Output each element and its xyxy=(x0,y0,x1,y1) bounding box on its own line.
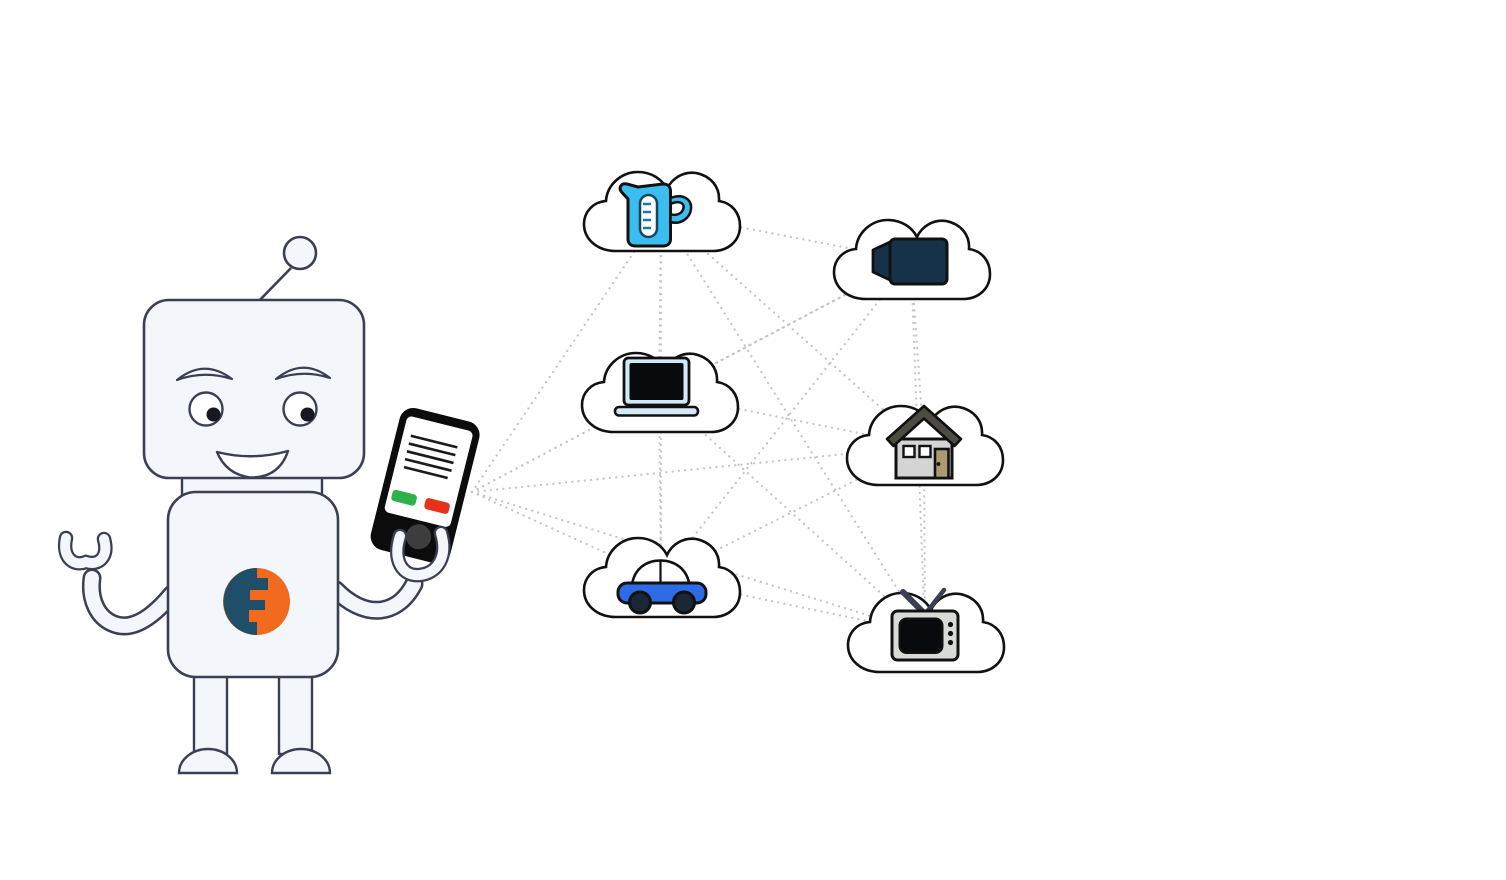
network-link-camera-car xyxy=(659,258,913,580)
phone-screen-text-lines xyxy=(403,434,458,480)
smartphone xyxy=(370,407,480,564)
network-link-kettle-house xyxy=(659,210,926,448)
robot-foot-left xyxy=(177,747,239,775)
network-link-phone-kettle xyxy=(470,210,663,494)
network-link-kettle-tv xyxy=(659,210,927,635)
robot-eyebrow-right xyxy=(274,366,332,381)
robot-pupil-right xyxy=(300,407,315,422)
robot-eyebrow-left xyxy=(175,367,234,382)
network-link-camera-tv xyxy=(909,258,927,635)
robot-chest-logo xyxy=(223,568,290,635)
cloud-tv xyxy=(848,590,1004,672)
cloud-camera xyxy=(834,220,990,299)
cloud-house xyxy=(847,406,1003,485)
cloud-kettle xyxy=(584,172,740,251)
robot-leg-right xyxy=(277,668,314,756)
robot-hand-right xyxy=(390,525,451,583)
robot-foot-right xyxy=(270,747,332,775)
robot-antenna-tip xyxy=(282,235,318,271)
robot-leg-left xyxy=(192,668,229,756)
robot-mouth xyxy=(215,449,290,479)
robot-head xyxy=(142,298,366,480)
phone-home-button xyxy=(406,524,432,550)
cloud-laptop xyxy=(582,353,738,432)
robot xyxy=(57,235,424,775)
cloud-nodes xyxy=(582,172,1004,672)
cloud-car xyxy=(584,538,740,617)
phone-accept-button xyxy=(391,489,417,506)
robot-pupil-left xyxy=(206,407,221,422)
phone-decline-button xyxy=(424,498,450,514)
